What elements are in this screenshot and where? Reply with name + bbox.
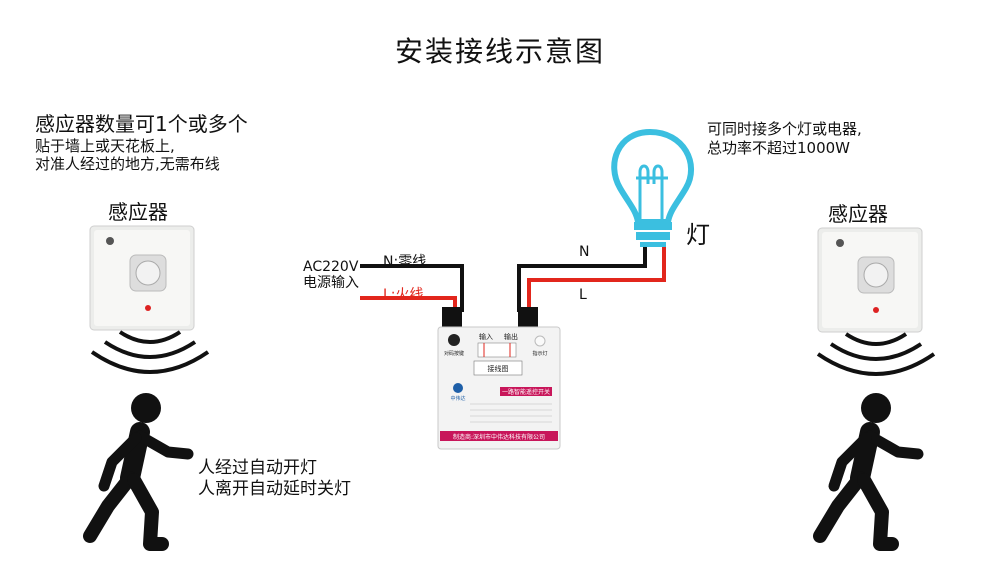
sensor-right-label: 感应器 xyxy=(828,202,888,226)
output-live-wire xyxy=(527,245,666,312)
power-input-label: AC220V 电源输入 xyxy=(303,259,359,291)
lamp-bulb-icon xyxy=(611,128,694,247)
sensor-placement-note: 贴于墙上或天花板上, 对准人经过的地方,无需布线 xyxy=(35,137,220,173)
brand-name: 中伟达 xyxy=(450,395,465,402)
input-live-wire xyxy=(360,296,457,312)
input-wires xyxy=(360,264,464,312)
brand-logo-icon xyxy=(106,237,114,245)
indicator-light xyxy=(534,335,546,347)
output-neutral-wire xyxy=(517,245,647,312)
brand-logo-icon xyxy=(836,239,844,247)
sensor-left xyxy=(89,225,195,331)
auto-switch-note: 人经过自动开灯 人离开自动延时关灯 xyxy=(198,458,351,499)
pair-button[interactable] xyxy=(448,334,460,346)
product-name: 一路智能遥控开关 xyxy=(502,388,550,396)
sensor-count-note: 感应器数量可1个或多个 xyxy=(35,112,248,136)
lamp-label: 灯 xyxy=(686,221,710,249)
pair-button-label: 对码按键 xyxy=(444,350,464,357)
output-wires xyxy=(517,245,666,312)
lamp-power-note: 可同时接多个灯或电器, 总功率不超过1000W xyxy=(707,120,862,157)
module-output-label: 输出 xyxy=(504,332,518,341)
brand-logo-icon xyxy=(453,383,463,393)
sensor-right xyxy=(817,227,923,333)
indicator-label: 指示灯 xyxy=(532,350,547,357)
walking-person-right-icon xyxy=(813,393,924,551)
output-live-label: L xyxy=(579,287,587,303)
motion-waves-left-icon xyxy=(90,330,210,374)
manufacturer: 制造商:深圳市中伟达科技有限公司 xyxy=(453,433,545,441)
switch-module: 对码按键 指示灯 输入 输出 接线图 中伟达 一路智能遥控开关 制造商:深圳市中… xyxy=(437,307,561,450)
diagram-title: 安装接线示意图 xyxy=(394,35,605,68)
input-neutral-wire xyxy=(360,264,464,312)
motion-waves-right-icon xyxy=(816,332,936,376)
sensor-left-label: 感应器 xyxy=(108,200,168,224)
output-neutral-label: N xyxy=(579,244,590,260)
wiring-diagram-label: 接线图 xyxy=(488,364,509,373)
walking-person-left-icon xyxy=(83,393,194,551)
module-input-label: 输入 xyxy=(479,332,493,341)
